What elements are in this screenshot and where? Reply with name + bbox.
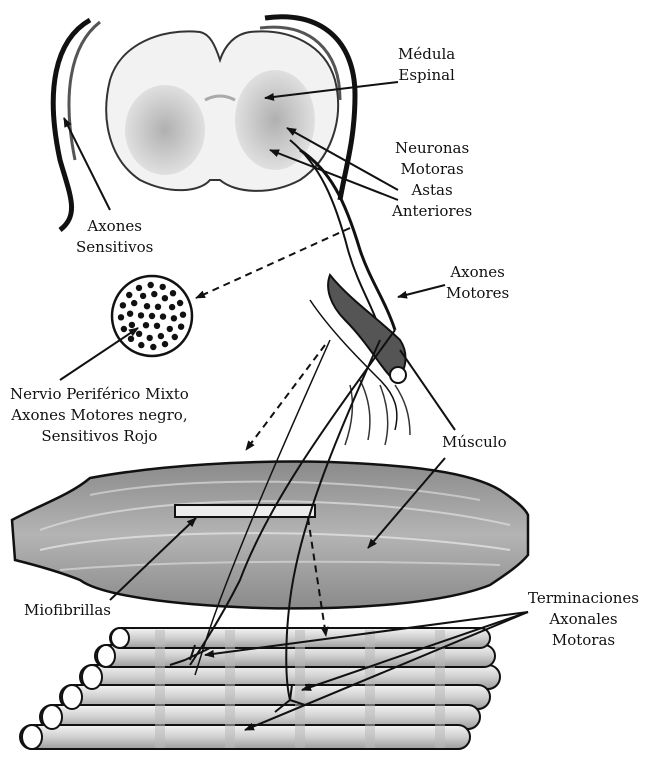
label-medula-espinal: Médula Espinal bbox=[398, 44, 455, 86]
label-musculo: Músculo bbox=[442, 432, 507, 453]
axon-dot bbox=[144, 303, 150, 309]
label-line: Neuronas bbox=[392, 138, 472, 159]
axon-dot bbox=[138, 312, 144, 318]
axon-dot bbox=[171, 315, 177, 321]
axon-dot bbox=[136, 285, 142, 291]
axon-dot bbox=[118, 314, 124, 320]
axon-dot bbox=[177, 300, 183, 306]
axon-dot bbox=[136, 331, 142, 337]
axon-dot bbox=[158, 333, 164, 339]
label-line: Axonales bbox=[528, 609, 639, 630]
axon-dot bbox=[155, 304, 161, 310]
label-line: Músculo bbox=[442, 432, 507, 453]
axon-dot bbox=[149, 313, 155, 319]
label-axones-sensitivos: Axones Sensitivos bbox=[76, 216, 153, 258]
label-nervio-periferico: Nervio Periférico Mixto Axones Motores n… bbox=[10, 384, 189, 447]
label-line: Terminaciones bbox=[528, 588, 639, 609]
axon-dot bbox=[129, 322, 135, 328]
axon-dot bbox=[154, 323, 160, 329]
axon-dot bbox=[140, 293, 146, 299]
axon-dot bbox=[131, 300, 137, 306]
axon-dot bbox=[180, 312, 186, 318]
label-neuronas-motoras: Neuronas Motoras Astas Anteriores bbox=[392, 138, 472, 222]
axon-dot bbox=[160, 284, 166, 290]
label-miofibrillas: Miofibrillas bbox=[24, 600, 111, 621]
label-terminaciones: Terminaciones Axonales Motoras bbox=[528, 588, 639, 651]
nerve-muscle-entry bbox=[310, 275, 410, 445]
muscle-belly bbox=[12, 462, 528, 609]
axon-dot bbox=[162, 341, 168, 347]
axon-dot bbox=[128, 336, 134, 342]
label-line: Astas bbox=[392, 180, 472, 201]
axon-dot bbox=[120, 302, 126, 308]
label-line: Miofibrillas bbox=[24, 600, 111, 621]
axon-dot bbox=[167, 326, 173, 332]
axon-dot bbox=[148, 282, 154, 288]
axon-dot bbox=[162, 295, 168, 301]
label-line: Espinal bbox=[398, 65, 455, 86]
axon-dot bbox=[169, 304, 175, 310]
label-line: Motores bbox=[446, 283, 509, 304]
label-line: Sensitivos bbox=[76, 237, 153, 258]
axon-dot bbox=[170, 290, 176, 296]
label-line: Motoras bbox=[392, 159, 472, 180]
axon-dot bbox=[127, 311, 133, 317]
axon-dot bbox=[147, 335, 153, 341]
label-line: Anteriores bbox=[392, 201, 472, 222]
axon-dot bbox=[121, 326, 127, 332]
axon-dot bbox=[126, 292, 132, 298]
spinal-cord bbox=[53, 17, 395, 330]
label-line: Sensitivos Rojo bbox=[10, 426, 189, 447]
axon-dot bbox=[138, 342, 144, 348]
label-line: Nervio Periférico Mixto bbox=[10, 384, 189, 405]
label-line: Médula bbox=[398, 44, 455, 65]
axon-dot bbox=[150, 344, 156, 350]
label-axones-motores: Axones Motores bbox=[446, 262, 509, 304]
axon-dot bbox=[160, 313, 166, 319]
label-line: Axones Motores negro, bbox=[10, 405, 189, 426]
label-line: Axones bbox=[446, 262, 509, 283]
axon-dot bbox=[151, 291, 157, 297]
axon-dot bbox=[143, 322, 149, 328]
label-line: Axones bbox=[76, 216, 153, 237]
label-line: Motoras bbox=[528, 630, 639, 651]
axon-dot bbox=[178, 324, 184, 330]
axon-dot bbox=[172, 334, 178, 340]
nerve-cross-section bbox=[112, 276, 192, 356]
